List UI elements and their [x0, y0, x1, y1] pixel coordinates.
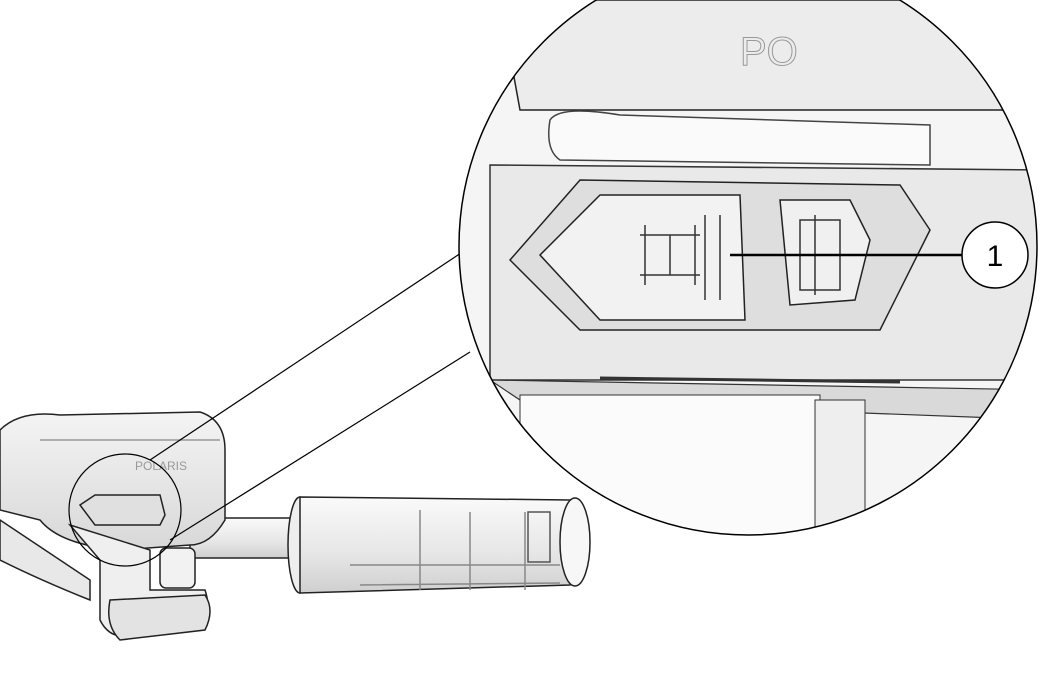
detail-circle-large [458, 0, 1038, 536]
connector-line-bottom [169, 351, 471, 541]
detail-circle-small [68, 453, 182, 567]
handlebar-assembly: POLARIS [0, 411, 591, 641]
connector-line-top [149, 234, 489, 461]
callout-circle [961, 221, 1029, 289]
logo-large: PO [740, 30, 798, 74]
magnified-view: PO [459, 0, 1037, 535]
logo-small: POLARIS [135, 459, 187, 473]
callout-label-1: 1 [987, 240, 1004, 273]
